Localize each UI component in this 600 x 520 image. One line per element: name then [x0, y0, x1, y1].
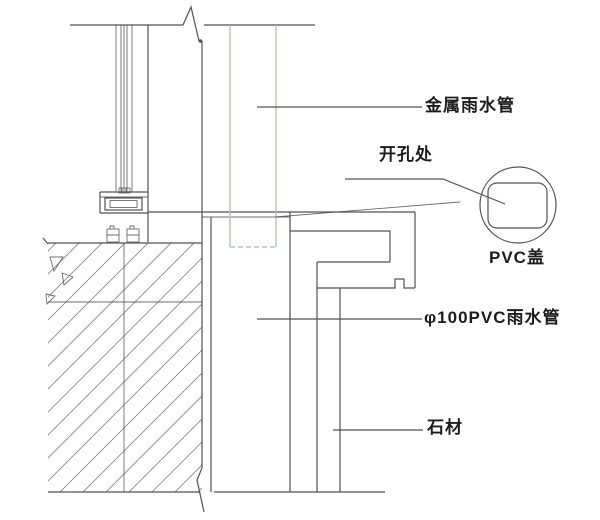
window-frame-section	[99, 191, 148, 214]
leader-lines	[257, 106, 506, 431]
break-symbol-bottom	[196, 467, 205, 513]
glazing-interlock	[118, 187, 131, 194]
leader-opening-pointer	[274, 201, 461, 218]
concrete-triangle-symbol	[61, 272, 74, 286]
label-metal-rainwater-pipe: 金属雨水管	[425, 96, 515, 115]
leader-opening	[345, 178, 506, 205]
pvc-cover-detail	[479, 166, 557, 244]
wall-lines	[196, 41, 385, 513]
concrete-triangle-symbol	[49, 256, 64, 273]
concrete-slab-hatch	[42, 237, 202, 493]
pvc-cover-shape	[487, 182, 548, 229]
label-opening-location: 开孔处	[379, 145, 433, 164]
top-edge-line	[70, 5, 315, 43]
concrete-triangle-symbol	[45, 293, 56, 305]
stone-cladding-profile	[289, 212, 416, 492]
break-symbol-top	[182, 5, 200, 42]
label-stone: 石材	[427, 418, 463, 437]
metal-rainwater-pipe	[229, 25, 277, 248]
detail-circle	[479, 166, 557, 244]
curtain-wall-mullion	[115, 25, 149, 242]
label-pvc-rainwater-pipe: φ100PVC雨水管	[424, 308, 561, 327]
anchor-clips	[106, 225, 140, 243]
label-pvc-cover: PVC盖	[489, 248, 545, 267]
